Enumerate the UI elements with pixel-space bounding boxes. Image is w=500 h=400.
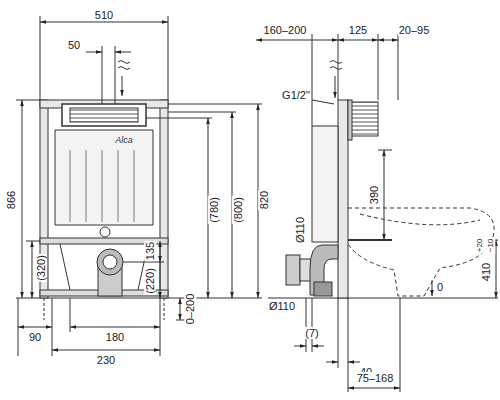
dimension-label: −10 — [486, 237, 495, 253]
dimension-label: (320) — [35, 254, 47, 282]
dimension-label: (780) — [208, 196, 220, 224]
dimension-label: 160–200 — [263, 24, 308, 36]
dimension-label: 90 — [28, 331, 42, 343]
dimension-label: 75–168 — [356, 372, 395, 384]
dimension-label: 866 — [5, 190, 17, 210]
dimension-label: 230 — [96, 354, 116, 366]
dimension-label: 180 — [105, 331, 125, 343]
brand-logo: Alca — [114, 134, 134, 146]
dimension-label: 820 — [258, 190, 270, 210]
dimension-label: 0 — [436, 281, 444, 293]
dimension-label: (220) — [144, 267, 156, 295]
dimension-label: 50 — [67, 39, 81, 51]
dimension-label: 0–200 — [184, 293, 196, 326]
dimension-label: 135 — [144, 241, 156, 261]
dimension-label: 510 — [94, 9, 114, 21]
dimension-label: G1/2" — [281, 89, 311, 101]
dimension-label: 390 — [368, 185, 380, 205]
dimension-label: 20–95 — [398, 24, 431, 36]
dimension-label: (800) — [232, 196, 244, 224]
dimension-label: Ø110 — [294, 216, 306, 244]
dimension-label: 410 — [480, 262, 492, 282]
dimension-label: Ø110 — [268, 300, 296, 312]
dimension-label: (7) — [304, 327, 319, 339]
dimension-label: +20 — [475, 237, 484, 253]
dimension-label: 125 — [348, 24, 368, 36]
